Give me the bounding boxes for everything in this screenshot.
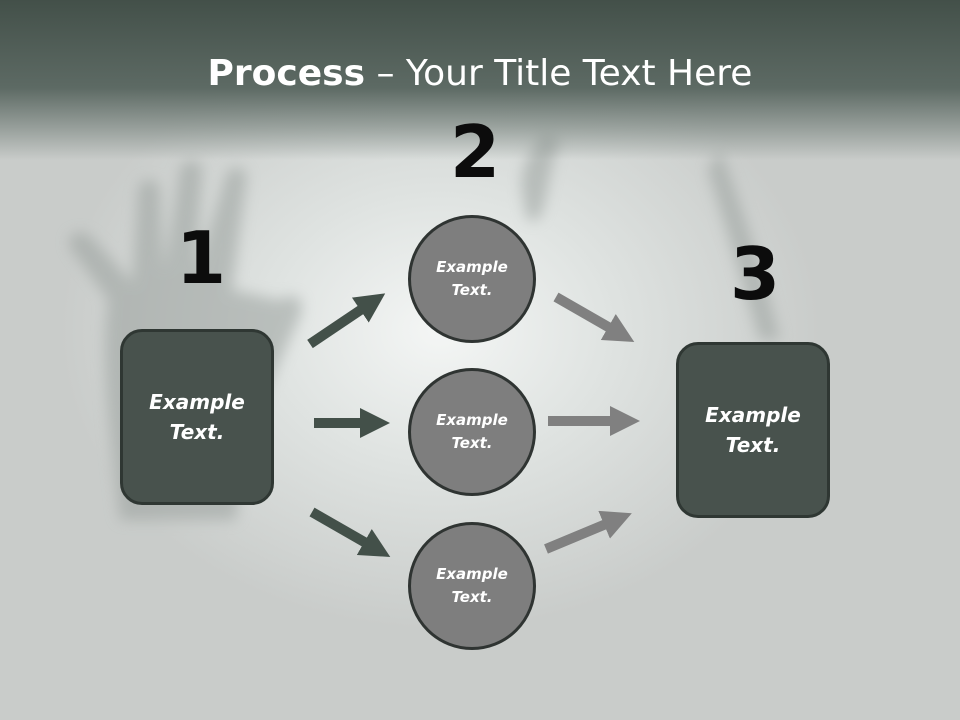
circle-middle-label: Example Text. (436, 411, 508, 452)
step-2-circle-middle: Example Text. (408, 368, 536, 496)
step-3-box-label: Example Text. (705, 403, 801, 457)
step-number-3: 3 (730, 232, 781, 316)
step-2-circle-top: Example Text. (408, 215, 536, 343)
step-2-circle-bottom: Example Text. (408, 522, 536, 650)
arrow-1-to-top (307, 293, 386, 349)
slide-title: Process – Your Title Text Here (0, 52, 960, 96)
title-rest: – Your Title Text Here (365, 53, 753, 94)
title-bold: Process (207, 53, 366, 94)
arrow-1-to-bottom (309, 507, 391, 557)
step-3-box: Example Text. (676, 342, 830, 518)
arrow-bottom-to-3 (544, 510, 632, 554)
circle-top-label: Example Text. (436, 258, 508, 299)
step-number-2: 2 (450, 110, 501, 194)
circle-bottom-label: Example Text. (436, 565, 508, 606)
step-number-1: 1 (176, 216, 227, 300)
header-band (0, 0, 960, 160)
step-1-box: Example Text. (120, 329, 274, 505)
step-1-box-label: Example Text. (149, 390, 245, 444)
arrow-top-to-3 (553, 292, 635, 342)
